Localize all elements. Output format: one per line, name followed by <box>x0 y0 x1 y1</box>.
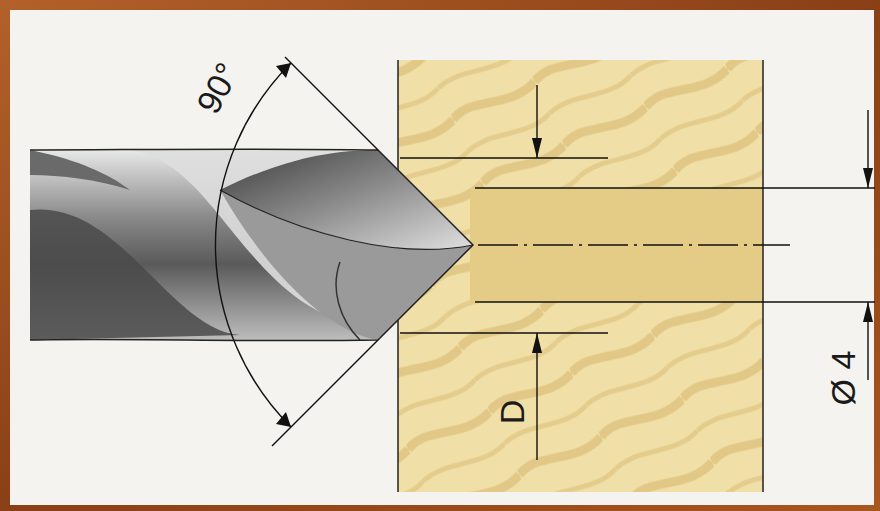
diameter-dimension: D <box>495 400 529 425</box>
hole-diameter-dimension: Ø 4 <box>826 351 860 406</box>
